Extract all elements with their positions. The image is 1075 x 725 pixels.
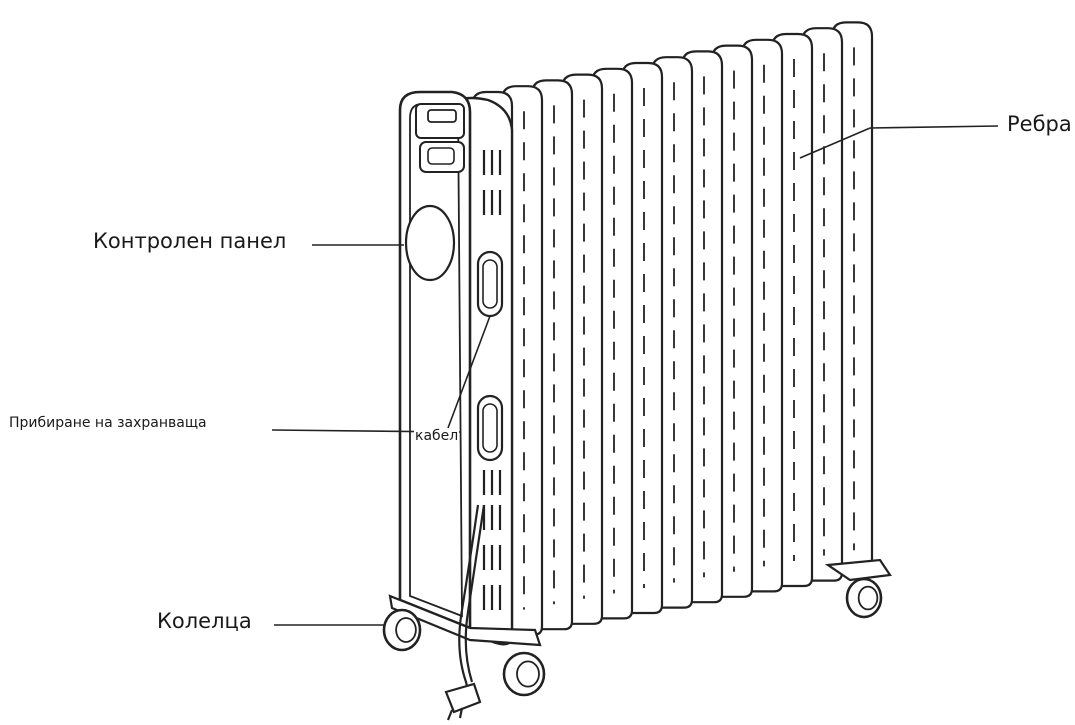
heater-front-panel xyxy=(398,90,472,630)
cord-hook-upper-inner xyxy=(482,259,498,309)
wheel-3 xyxy=(845,577,883,619)
leader-cord-hook xyxy=(447,315,491,429)
heater-fins xyxy=(470,21,874,642)
heater-base-and-wheels xyxy=(382,504,892,721)
power-cord-2 xyxy=(464,504,486,683)
cord-hook-lower xyxy=(476,394,504,462)
label-wheels: Колелца xyxy=(157,609,252,633)
thermostat-knob xyxy=(404,204,456,282)
switch-top xyxy=(427,109,457,123)
leader-lines xyxy=(271,125,999,626)
wheel-1 xyxy=(382,608,422,652)
switch-rocker xyxy=(427,147,455,165)
label-ribs: Ребра xyxy=(1007,112,1072,136)
label-cord-storage-cable: кабел xyxy=(414,428,460,444)
wheel-2 xyxy=(502,651,546,697)
wheel-hub-2 xyxy=(516,660,540,688)
cord-hook-lower-inner xyxy=(482,403,498,453)
plug-pin xyxy=(446,709,454,721)
plug-pin xyxy=(458,707,464,719)
label-control-panel: Контролен панел xyxy=(93,229,287,253)
label-cord-storage: Прибиране на захранваща xyxy=(9,415,207,431)
cord-hook-upper xyxy=(476,250,504,318)
wheel-hub-1 xyxy=(395,617,417,643)
wheel-hub-3 xyxy=(857,585,879,611)
leader-ribs-slant xyxy=(799,127,871,159)
switch-bottom xyxy=(419,141,465,173)
base-foot-rear xyxy=(824,558,892,582)
plug xyxy=(444,682,482,714)
base-foot-front xyxy=(388,594,542,647)
leader-ribs xyxy=(869,125,999,129)
